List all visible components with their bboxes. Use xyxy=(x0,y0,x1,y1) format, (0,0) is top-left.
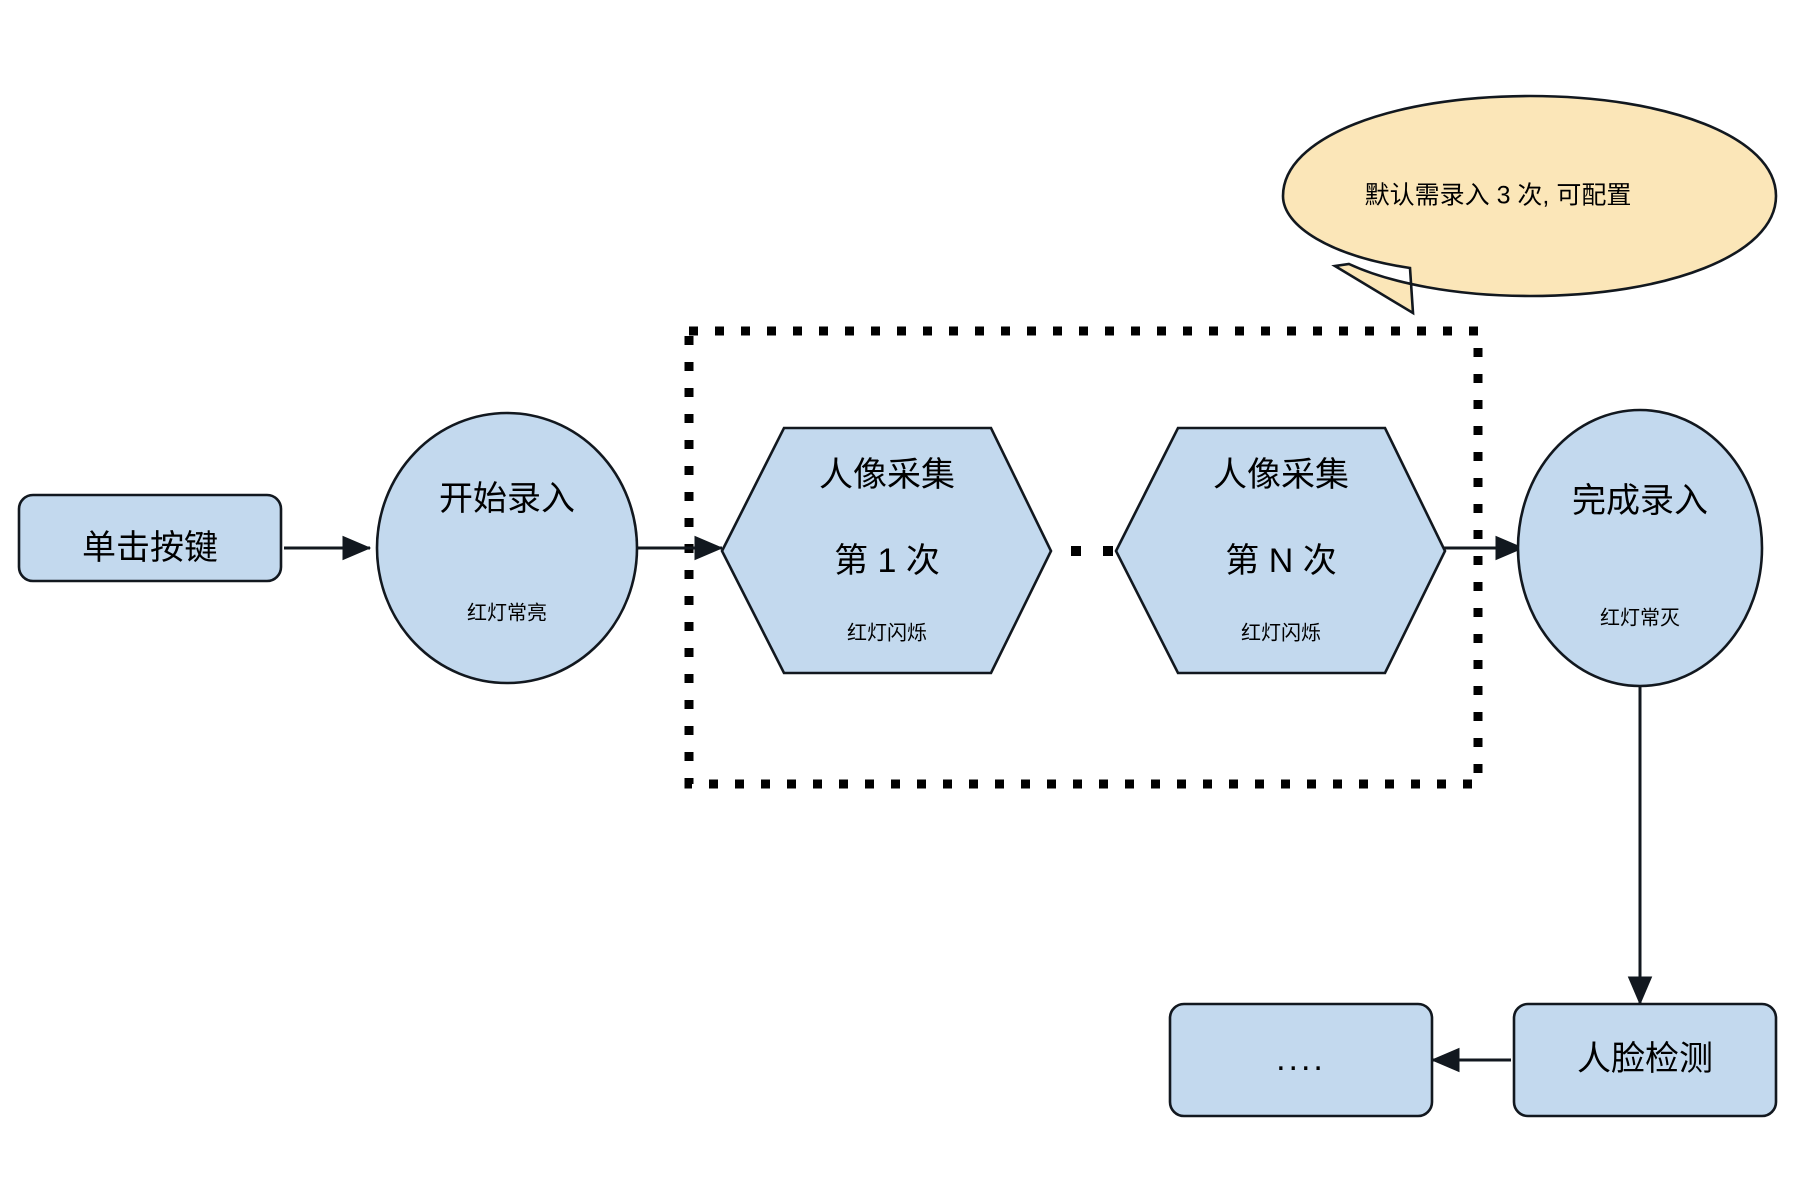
node-face-detect-label: 人脸检测 xyxy=(1577,1040,1713,1078)
node-capture-nth-line1: 人像采集 xyxy=(1213,456,1349,494)
node-finish-enroll-sub: 红灯常灭 xyxy=(1600,606,1680,629)
callout-text: 默认需录入 3 次, 可配置 xyxy=(1365,182,1632,210)
node-face-detect[interactable] xyxy=(1512,1002,1778,1118)
node-finish-enroll[interactable] xyxy=(1516,408,1764,688)
node-capture-nth[interactable] xyxy=(1114,426,1447,675)
node-more-steps[interactable] xyxy=(1168,1002,1434,1118)
node-capture-first[interactable] xyxy=(720,426,1053,675)
node-capture-first-line1: 人像采集 xyxy=(819,456,955,494)
node-click-key[interactable] xyxy=(17,493,283,583)
node-click-key-label: 单击按键 xyxy=(82,529,218,567)
node-finish-enroll-label: 完成录入 xyxy=(1572,482,1708,520)
node-capture-nth-sub: 红灯闪烁 xyxy=(1241,621,1321,644)
node-capture-first-sub: 红灯闪烁 xyxy=(847,621,927,644)
node-more-steps-label: .... xyxy=(1276,1040,1326,1078)
node-start-enroll-label: 开始录入 xyxy=(439,480,575,518)
node-capture-first-line2: 第 1 次 xyxy=(834,542,940,580)
node-start-enroll[interactable] xyxy=(375,411,639,685)
callout-bubble xyxy=(1281,94,1778,316)
node-capture-nth-line2: 第 N 次 xyxy=(1225,542,1336,580)
loop-group-boundary xyxy=(684,326,1483,789)
node-start-enroll-sub: 红灯常亮 xyxy=(467,601,547,624)
